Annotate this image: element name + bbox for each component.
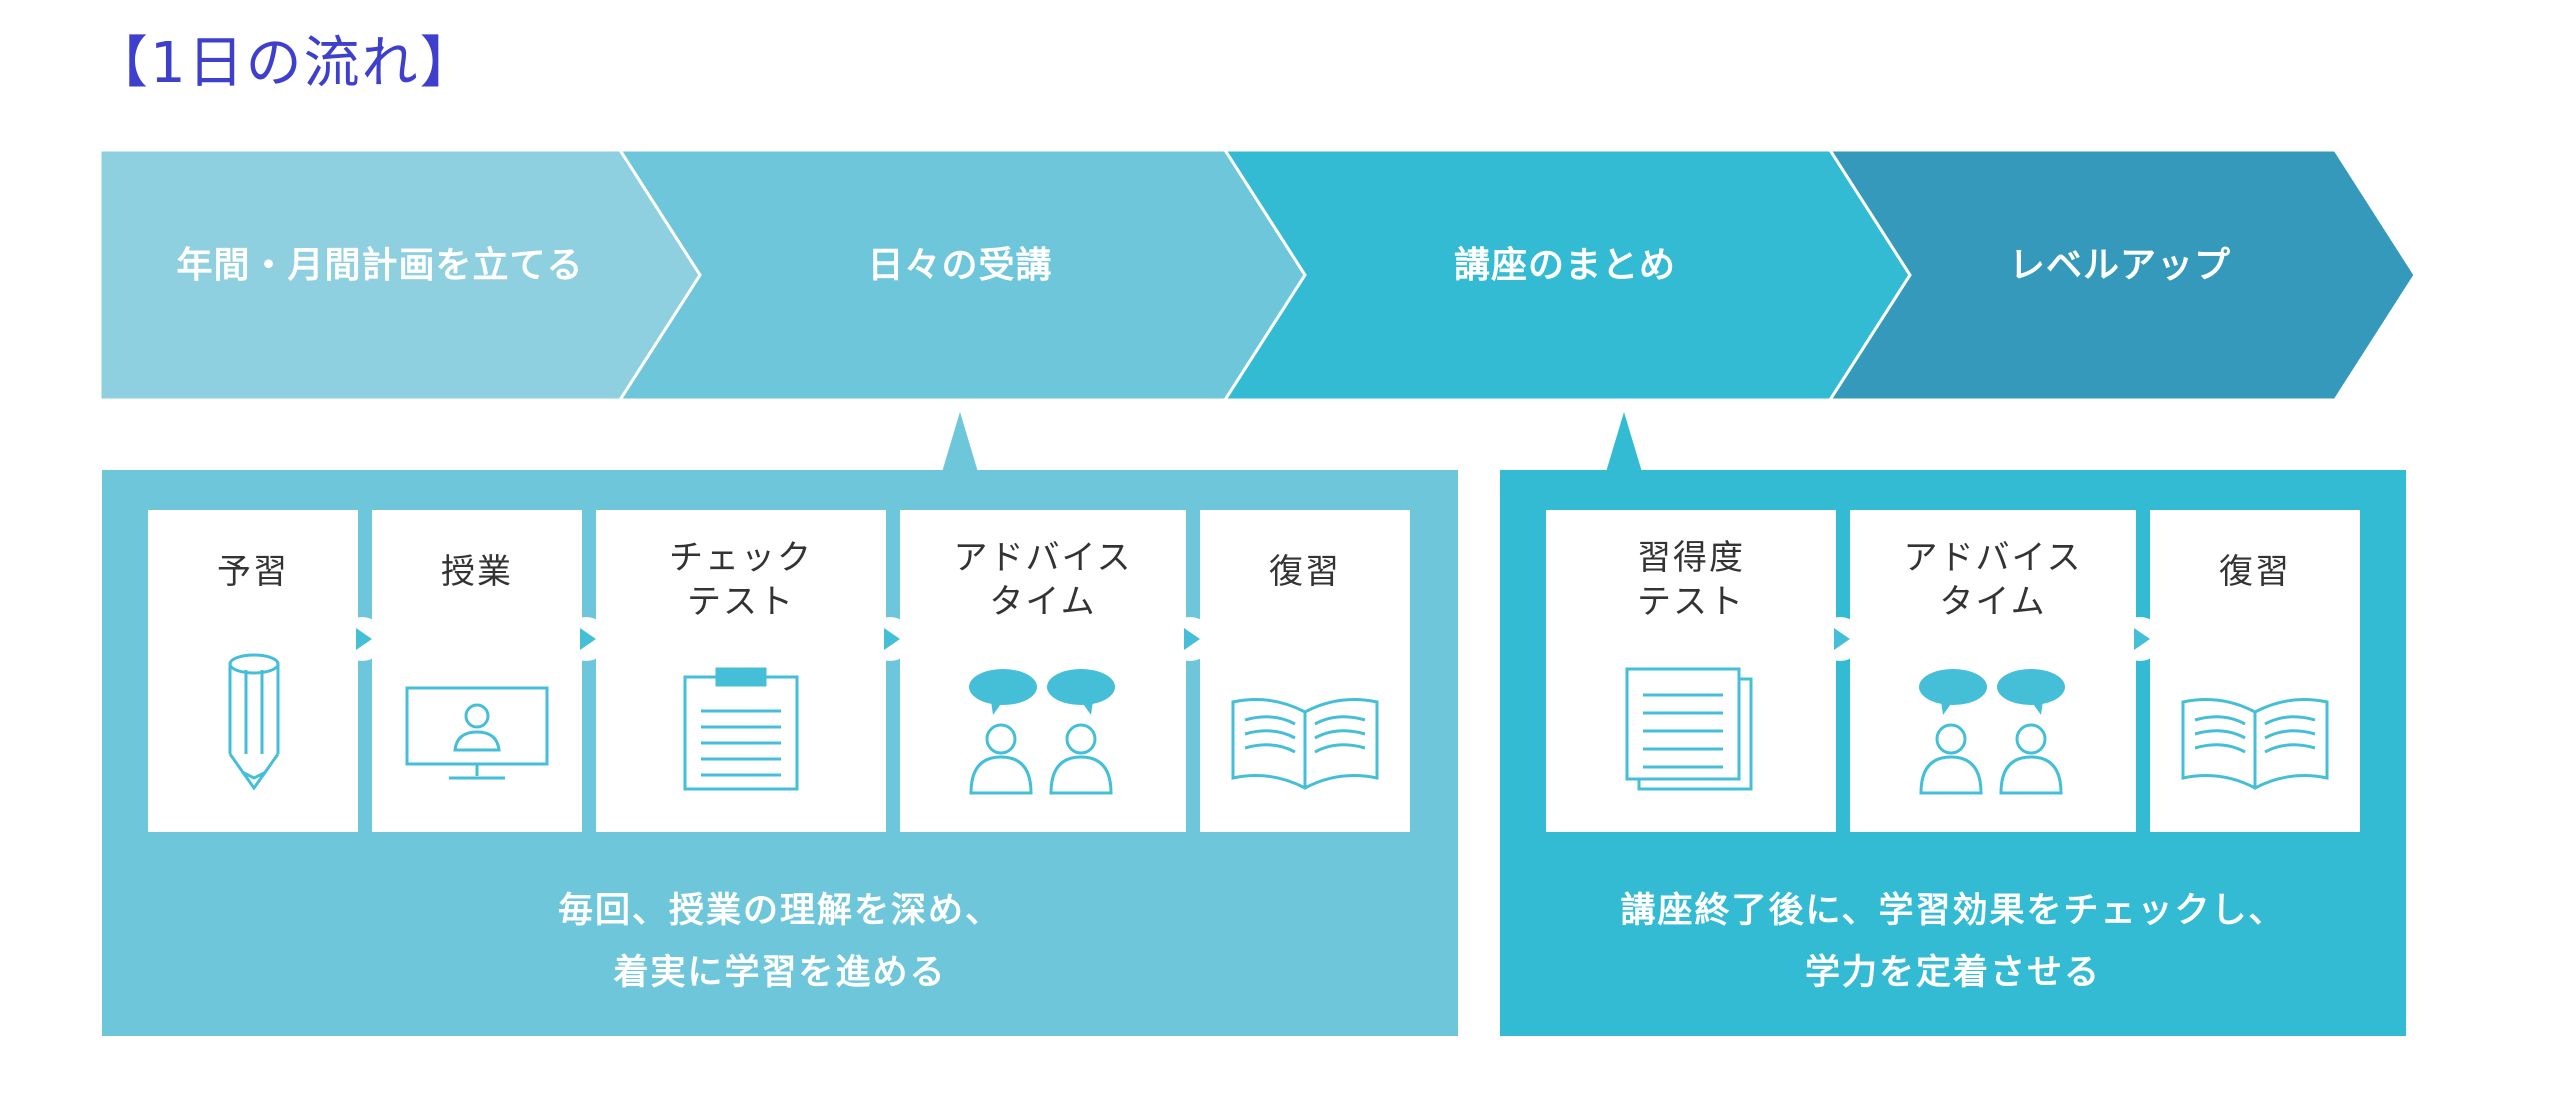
- step-label: アドバイス タイム: [953, 538, 1133, 622]
- step-label: 復習: [1269, 552, 1341, 592]
- step-card-check-test: チェック テスト: [596, 510, 886, 832]
- page-title: 【1日の流れ】: [92, 31, 478, 96]
- step-label: 習得度 テスト: [1637, 538, 1745, 622]
- step-label: チェック テスト: [669, 538, 813, 622]
- daily-lessons-caption: 毎回、授業の理解を深め、 着実に学習を進める: [557, 891, 1002, 993]
- step-card-mastery-test: 習得度 テスト: [1546, 510, 1836, 832]
- pencil-icon: [214, 650, 294, 800]
- step-label: 授業: [441, 552, 513, 592]
- clipboard-icon: [677, 665, 805, 795]
- panel-pointer-left: [942, 412, 978, 472]
- panel-pointer-right: [1606, 412, 1642, 472]
- speech-people-icon: [963, 665, 1123, 805]
- stage-4-label: レベルアップ: [2008, 245, 2231, 286]
- course-summary-panel: 習得度 テスト アドバイス タイム: [1500, 470, 2406, 1036]
- step-card-advice-time: アドバイス タイム: [1850, 510, 2136, 832]
- stage-4-chevron: [1827, 148, 2417, 402]
- stage-3-label: 講座のまとめ: [1453, 245, 1676, 286]
- step-card-advice-time: アドバイス タイム: [900, 510, 1186, 832]
- document-stack-icon: [1621, 665, 1761, 795]
- step-card-review: 復習: [2150, 510, 2360, 832]
- stage-2-label: 日々の受講: [867, 245, 1053, 286]
- daily-lessons-panel: 予習 授業: [102, 470, 1458, 1036]
- stage-1-label: 年間・月間計画を立てる: [176, 245, 584, 286]
- speech-people-icon: [1913, 665, 2073, 805]
- open-book-icon: [1225, 690, 1385, 790]
- step-label: 復習: [2219, 552, 2291, 592]
- course-summary-caption: 講座終了後に、学習効果をチェックし、 学力を定着させる: [1620, 891, 2286, 993]
- step-label: アドバイス タイム: [1903, 538, 2083, 622]
- step-card-preview: 予習: [148, 510, 358, 832]
- open-book-icon: [2175, 690, 2335, 790]
- step-card-review: 復習: [1200, 510, 1410, 832]
- step-card-lesson: 授業: [372, 510, 582, 832]
- step-label: 予習: [217, 552, 289, 592]
- monitor-icon: [397, 680, 557, 790]
